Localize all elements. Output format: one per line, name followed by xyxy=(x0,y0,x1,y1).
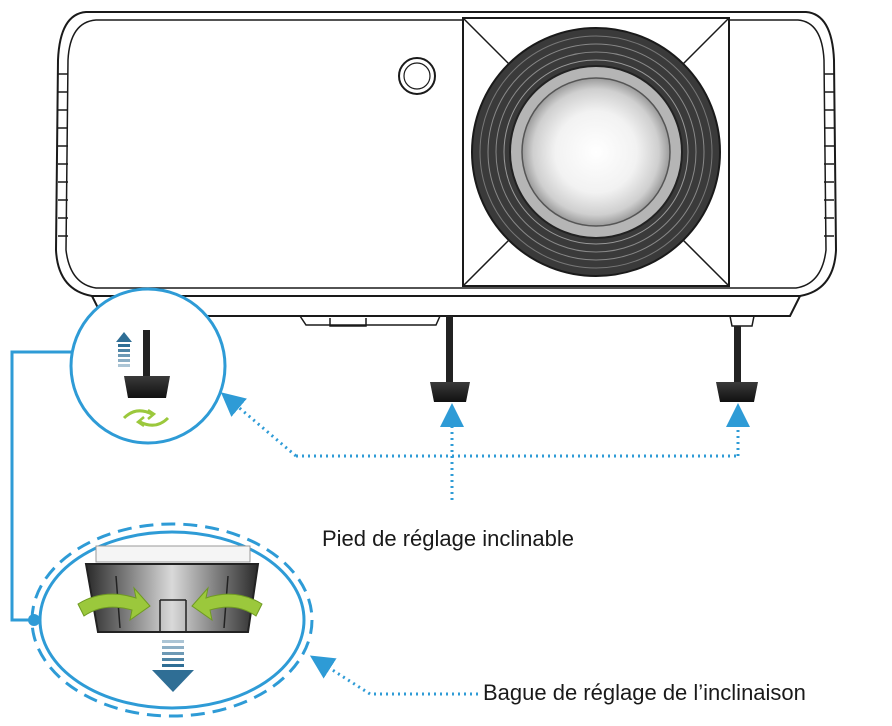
ir-sensor xyxy=(398,57,436,95)
right-vents xyxy=(824,73,834,237)
lens-housing xyxy=(462,17,730,287)
tilt-ring-zoom xyxy=(30,522,314,718)
tilt-foot-middle xyxy=(430,316,470,402)
rotate-left-arrow-icon xyxy=(77,586,151,622)
lower-arrow-icon xyxy=(152,640,194,692)
callout-connectors xyxy=(220,392,750,696)
left-foot-zoom-circle xyxy=(69,287,227,445)
rotate-right-arrow-icon xyxy=(191,586,263,622)
raise-arrow-icon xyxy=(116,332,132,367)
tilt-ring-label: Bague de réglage de l’inclinaison xyxy=(483,680,806,705)
tilt-foot-right xyxy=(716,326,758,402)
left-vents xyxy=(58,73,68,237)
tilt-foot-label: Pied de réglage inclinable xyxy=(322,526,574,551)
rotate-icon xyxy=(122,408,170,428)
